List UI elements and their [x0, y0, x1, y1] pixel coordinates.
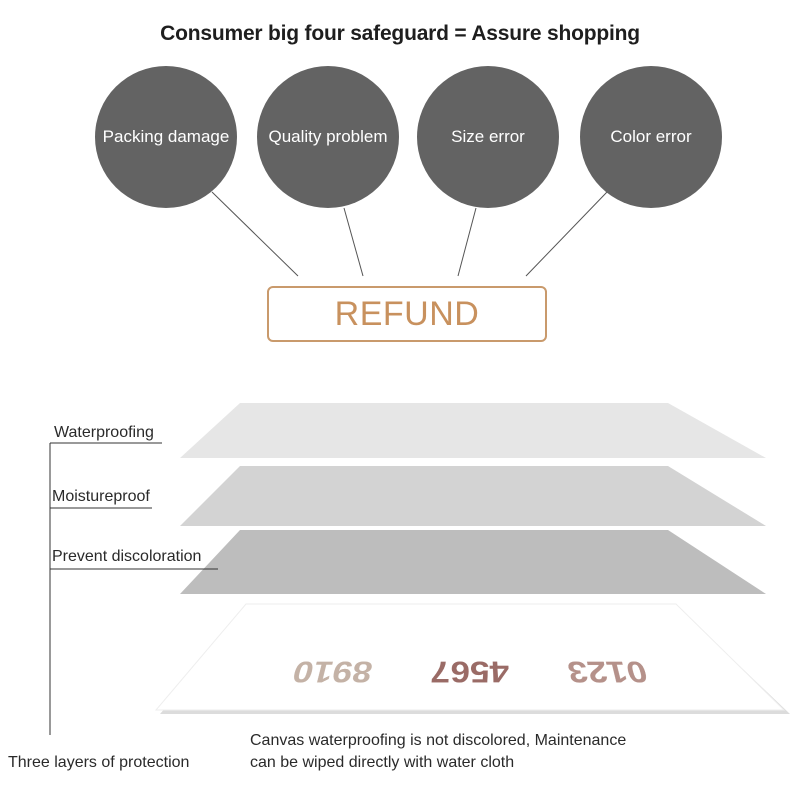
connector-line-3: [457, 207, 477, 277]
canvas-numbers: 0123 4567 8910: [288, 619, 652, 689]
refund-box: REFUND: [267, 286, 547, 342]
note-line-2: can be wiped directly with water cloth: [250, 754, 515, 771]
connector-line-4: [525, 191, 608, 277]
waterproofing-label: Waterproofing: [54, 424, 154, 441]
quality-problem-circle: Quality problem: [257, 66, 399, 208]
moistureproof-label: Moistureproof: [52, 488, 150, 505]
size-error-circle: Size error: [417, 66, 559, 208]
note-line-1: Canvas waterproofing is not discolored, …: [250, 732, 627, 749]
circle-label: Packing damage: [102, 127, 230, 146]
circle-label: Color error: [610, 127, 692, 146]
packing-damage-circle: Packing damage: [95, 66, 237, 208]
canvas-print: [154, 603, 786, 711]
canvas-number-row-3: 8910: [288, 654, 375, 689]
moistureproof-sheet: [180, 466, 766, 526]
protection-label: Three layers of protection: [8, 754, 190, 771]
canvas-number-row-1: 0123: [565, 654, 652, 689]
connector-line-2: [343, 207, 364, 277]
circle-label: Size error: [451, 127, 525, 146]
color-error-circle: Color error: [580, 66, 722, 208]
waterproofing-sheet: [180, 403, 766, 458]
canvas-number-row-2: 4567: [429, 654, 511, 689]
maintenance-note: Canvas waterproofing is not discolored, …: [250, 730, 626, 774]
refund-label: REFUND: [334, 294, 480, 333]
discoloration-sheet: [180, 530, 766, 594]
connector-line-1: [211, 191, 299, 277]
page-title: Consumer big four safeguard = Assure sho…: [160, 22, 640, 45]
discoloration-label: Prevent discoloration: [52, 548, 202, 565]
circle-label: Quality problem: [268, 127, 388, 146]
